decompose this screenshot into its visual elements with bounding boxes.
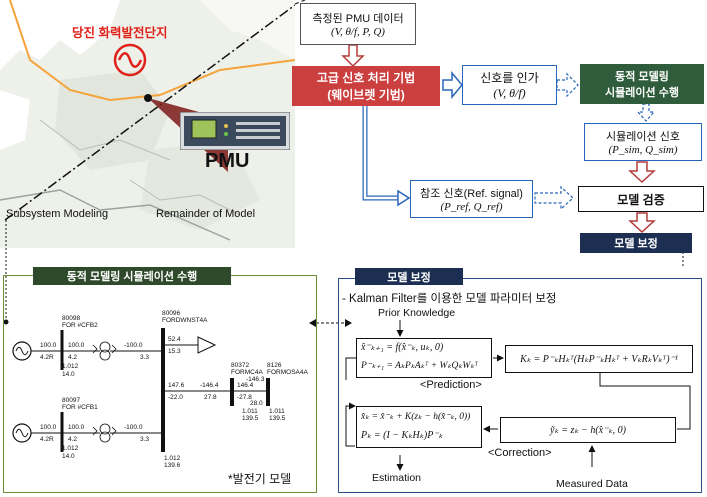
bus3-load-p: 52.4 <box>168 336 181 343</box>
pmu-data-title: 측정된 PMU 데이터 <box>312 13 404 25</box>
gen1-p2: 100.0 <box>68 342 85 349</box>
gen1-v1: 1.012 <box>62 363 79 370</box>
estimation-label: Estimation <box>372 472 422 484</box>
simulation-panel-title: 동적 모델링 시뮬레이션 수행 <box>33 267 231 285</box>
calibration-panel <box>338 278 702 493</box>
gen1-q2: 4.2 <box>68 354 78 361</box>
generator-symbol-icon <box>113 43 147 77</box>
dynamic-simulation-line1: 동적 모델링 <box>615 71 669 83</box>
bus4-v2: 139.5 <box>242 415 259 422</box>
subsystem-boundary-line <box>4 4 295 221</box>
kalman-gain-eq: Kₖ = P⁻ₖHₖᵀ(HₖP⁻ₖHₖᵀ + VₖRₖVₖᵀ)⁻¹ <box>520 353 678 365</box>
kalman-gain-box: Kₖ = P⁻ₖHₖᵀ(HₖP⁻ₖHₖᵀ + VₖRₖVₖᵀ)⁻¹ <box>505 345 693 373</box>
tx1-p: -100.0 <box>124 342 143 349</box>
gen1-p: 100.0 <box>40 342 57 349</box>
dynamic-simulation-box: 동적 모델링 시뮬레이션 수행 <box>580 64 704 104</box>
kalman-subtitle: - Kalman Filter를 이용한 모델 파라미터 보정 <box>342 293 557 305</box>
reference-signal-vars: (P_ref, Q_ref) <box>440 201 503 213</box>
line2-q: -27.8 <box>237 394 252 401</box>
gen2-q: 4.2R <box>40 436 54 443</box>
correction-box: x̂ₖ = x̂⁻ₖ + K(zₖ − h(x̂⁻ₖ, 0)) Pₖ = (I … <box>356 406 482 448</box>
bus4-id: 80372 <box>231 362 250 369</box>
simulation-signal-box: 시뮬레이션 신호 (P_sim, Q_sim) <box>584 123 702 161</box>
dynamic-simulation-line2: 시뮬레이션 수행 <box>605 87 679 99</box>
pmu-device-icon <box>180 112 290 150</box>
reference-signal-title: 참조 신호(Ref. signal) <box>420 188 523 200</box>
calibration-panel-title: 모델 보정 <box>355 268 463 285</box>
gen1-q: 4.2R <box>40 354 54 361</box>
simulation-signal-vars: (P_sim, Q_sim) <box>608 144 678 156</box>
plant-name-label: 당진 화력발전단지 <box>72 26 168 40</box>
bus4-name: FORMC4A <box>231 369 263 376</box>
innovation-eq: ỹₖ = zₖ − h(x̂⁻ₖ, 0) <box>550 424 626 436</box>
line1-q: 27.8 <box>204 394 217 401</box>
bus3-id: 80096 <box>162 310 181 317</box>
bus5-name: FORMOSA4A <box>267 369 308 376</box>
apply-signal-box: 신호를 인가 (V, θ/f) <box>462 65 557 105</box>
gen2-p2: 100.0 <box>68 424 85 431</box>
bus5-id: 8126 <box>267 362 282 369</box>
innovation-box: ỹₖ = zₖ − h(x̂⁻ₖ, 0) <box>500 417 676 443</box>
bus1-name: FOR #CFB2 <box>62 322 98 329</box>
bus3-load-q: 15.3 <box>168 348 181 355</box>
gen2-v1: 1.012 <box>62 445 79 452</box>
prior-knowledge-label: Prior Knowledge <box>378 307 456 319</box>
gen1-v2: 14.0 <box>62 371 75 378</box>
simulation-signal-title: 시뮬레이션 신호 <box>606 131 680 143</box>
pmu-label: PMU <box>205 150 250 172</box>
bus3-name: FORDWNST4A <box>162 317 208 324</box>
bus3-branch-q: -22.0 <box>168 394 183 401</box>
tx2-q: 3.3 <box>140 436 150 443</box>
correction-label: <Correction> <box>488 447 552 459</box>
correction-state-eq: x̂ₖ = x̂⁻ₖ + K(zₖ − h(x̂⁻ₖ, 0)) <box>361 412 471 422</box>
signal-processing-line2: (웨이브렛 기법) <box>327 88 405 102</box>
apply-signal-vars: (V, θ/f) <box>493 86 526 100</box>
subsystem-modeling-label: Subsystem Modeling <box>6 208 109 220</box>
tx1-q: 3.3 <box>140 354 150 361</box>
tx2-p: -100.0 <box>124 424 143 431</box>
bus4-v1: 1.011 <box>242 408 258 415</box>
apply-signal-title: 신호를 인가 <box>480 71 539 85</box>
measured-data-label: Measured Data <box>556 478 628 490</box>
map-panel: 당진 화력발전단지 PMU Subsystem Modeling Remaind… <box>0 0 295 248</box>
pmu-data-vars: (V, θ/f, P, Q) <box>331 26 385 38</box>
gen2-q2: 4.2 <box>68 436 78 443</box>
line3-p: -146.3 <box>246 376 265 383</box>
reference-signal-box: 참조 신호(Ref. signal) (P_ref, Q_ref) <box>410 180 533 218</box>
prediction-label: <Prediction> <box>420 379 482 391</box>
generator-model-caption: *발전기 모델 <box>228 472 292 486</box>
prediction-cov-eq: P⁻ₖ₊₁ = AₖPₖAₖᵀ + WₖQₖWₖᵀ <box>361 361 479 371</box>
gen2-p: 100.0 <box>40 424 57 431</box>
bus3-v2: 139.6 <box>164 462 181 469</box>
bus1-id: 80098 <box>62 315 81 322</box>
prediction-state-eq: x̂⁻ₖ₊₁ = f(x̂⁻ₖ, uₖ, 0) <box>361 342 444 353</box>
bus2-name: FOR #CFB1 <box>62 404 98 411</box>
signal-processing-box: 고급 신호 처리 기법 (웨이브렛 기법) <box>292 66 440 106</box>
prediction-box: x̂⁻ₖ₊₁ = f(x̂⁻ₖ, uₖ, 0) P⁻ₖ₊₁ = AₖPₖAₖᵀ … <box>356 338 492 378</box>
signal-processing-line1: 고급 신호 처리 기법 <box>316 71 416 85</box>
remainder-of-model-label: Remainder of Model <box>156 208 256 220</box>
plant-location-marker <box>144 94 152 102</box>
bus3-v1: 1.012 <box>164 455 181 462</box>
model-verification-box: 모델 검증 <box>578 186 704 212</box>
line2-p: 146.4 <box>237 382 254 389</box>
bus3-branch-p: 147.6 <box>168 382 185 389</box>
pmu-data-box: 측정된 PMU 데이터 (V, θ/f, P, Q) <box>300 3 416 45</box>
line3-q: 28.0 <box>250 400 263 407</box>
bus2-id: 80097 <box>62 397 81 404</box>
gen2-v2: 14.0 <box>62 453 75 460</box>
correction-cov-eq: Pₖ = (I − KₖHₖ)P⁻ₖ <box>361 430 443 441</box>
bus5-v1: 1.011 <box>269 408 285 415</box>
line1-p: -146.4 <box>200 382 219 389</box>
model-correction-box: 모델 보정 <box>580 233 692 253</box>
bus5-v2: 139.5 <box>269 415 286 422</box>
